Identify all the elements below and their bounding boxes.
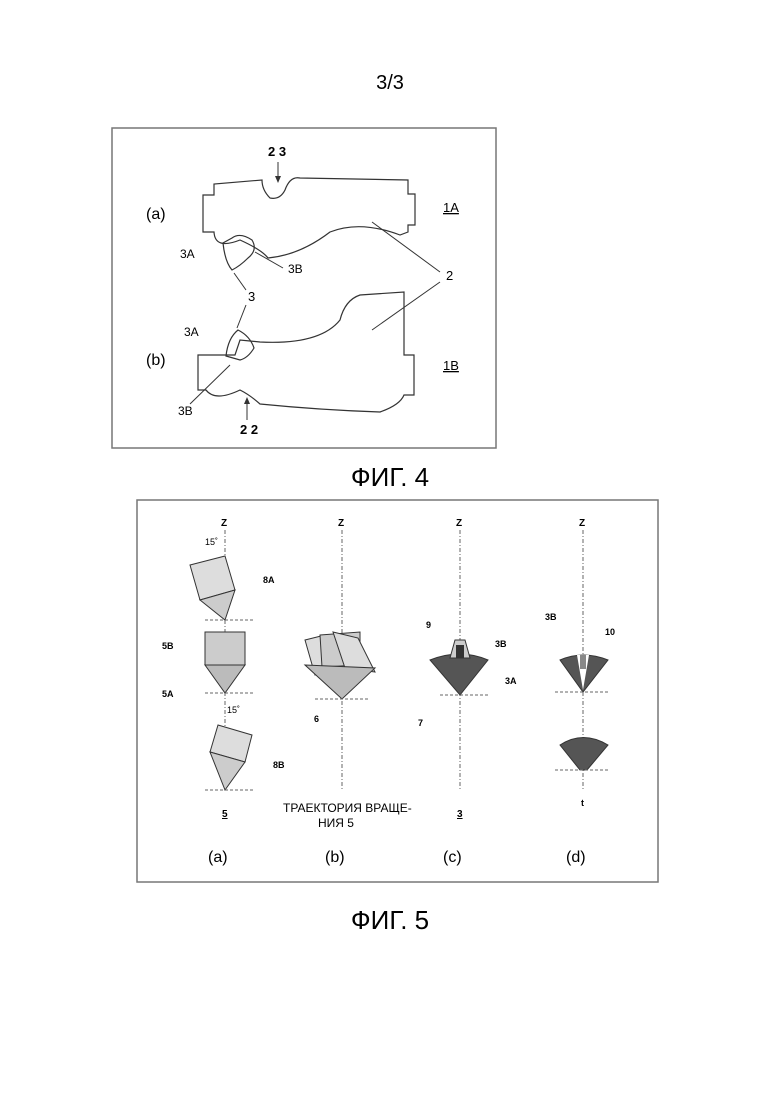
label-10: 10 xyxy=(605,627,615,637)
figure-5-frame xyxy=(136,499,659,883)
label-6: 6 xyxy=(314,714,319,724)
label-5B: 5B xyxy=(162,641,174,651)
arrow-3-bottom xyxy=(236,304,247,329)
label-5A: 5A xyxy=(162,689,174,699)
subfigure-c-drawing: Z 9 3B 3A 7 3 xyxy=(418,518,517,820)
label-3: 3 xyxy=(457,809,463,820)
figure-4-frame xyxy=(111,127,497,449)
label-2: 2 xyxy=(446,268,453,283)
label-3B-top: 3B xyxy=(288,262,303,276)
angle-label-top: 15˚ xyxy=(205,537,218,547)
angle-label-bottom: 15˚ xyxy=(227,705,240,715)
leader-3B-bottom xyxy=(189,364,231,405)
tool-sector-lower xyxy=(559,737,609,771)
label-3A-c: 3A xyxy=(505,676,517,686)
subfigure-b-label: (b) xyxy=(146,352,166,369)
label-3: 3 xyxy=(248,289,255,304)
tool-3-top xyxy=(222,234,255,271)
figure-5-caption: ФИГ. 5 xyxy=(350,905,430,935)
subfigure-a-label: (a) xyxy=(146,206,166,223)
label-1B: 1B xyxy=(443,358,459,373)
label-8B: 8B xyxy=(273,760,285,770)
figure-4-caption: ФИГ. 4 xyxy=(350,462,430,492)
figure-4: 2 3 2 2 1A 1B 2 3 3A 3B 3A 3B (a) (b) xyxy=(111,127,497,449)
label-3B-bottom: 3B xyxy=(178,404,193,418)
rotor-5A xyxy=(204,664,246,694)
label-23: 2 3 xyxy=(268,144,286,159)
subfigure-a-label: (a) xyxy=(208,849,228,866)
tool-3-bottom xyxy=(225,329,255,361)
tool-part-3B xyxy=(456,645,464,658)
part-1B-outline xyxy=(197,291,415,413)
label-3B-c: 3B xyxy=(495,639,507,649)
label-22: 2 2 xyxy=(240,422,258,437)
trajectory-line-1: ТРАЕКТОРИЯ ВРАЩЕ- xyxy=(283,801,412,815)
page-number: 3/3 xyxy=(376,72,404,94)
label-1A: 1A xyxy=(443,200,459,215)
subfigure-a-drawing: Z 15˚ 15˚ 8A 8B 5B 5A 5 xyxy=(162,518,285,820)
label-t: t xyxy=(581,798,584,808)
axis-z-label-c: Z xyxy=(456,518,462,529)
label-9: 9 xyxy=(426,620,431,630)
subfigure-c-label: (c) xyxy=(443,849,462,866)
subfigure-d-label: (d) xyxy=(566,849,586,866)
rotor-5B xyxy=(204,631,246,666)
axis-z-label-a: Z xyxy=(221,518,227,529)
leader-3B-top xyxy=(254,251,284,269)
arrow-3-top xyxy=(233,272,247,291)
axis-z-label-d: Z xyxy=(579,518,585,529)
figure-5: Z 15˚ 15˚ 8A 8B 5B 5A 5 Z 6 ТРАЕКТОРИЯ В… xyxy=(136,499,659,883)
subfigure-b-drawing: Z 6 ТРАЕКТОРИЯ ВРАЩЕ- НИЯ 5 xyxy=(283,518,412,830)
subfigure-b-label: (b) xyxy=(325,849,345,866)
label-7: 7 xyxy=(418,718,423,728)
label-5: 5 xyxy=(222,809,228,820)
part-1A-outline xyxy=(202,177,416,259)
arrow-2-top xyxy=(371,221,441,273)
subfigure-d-drawing: Z 3B 10 t xyxy=(545,518,615,808)
label-8A: 8A xyxy=(263,575,275,585)
label-3A-top: 3A xyxy=(180,247,195,261)
label-3B-d: 3B xyxy=(545,612,557,622)
trajectory-line-2: НИЯ 5 xyxy=(318,816,354,830)
arrow-2-bottom xyxy=(371,281,441,331)
label-3A-bottom: 3A xyxy=(184,325,199,339)
axis-z-label-b: Z xyxy=(338,518,344,529)
